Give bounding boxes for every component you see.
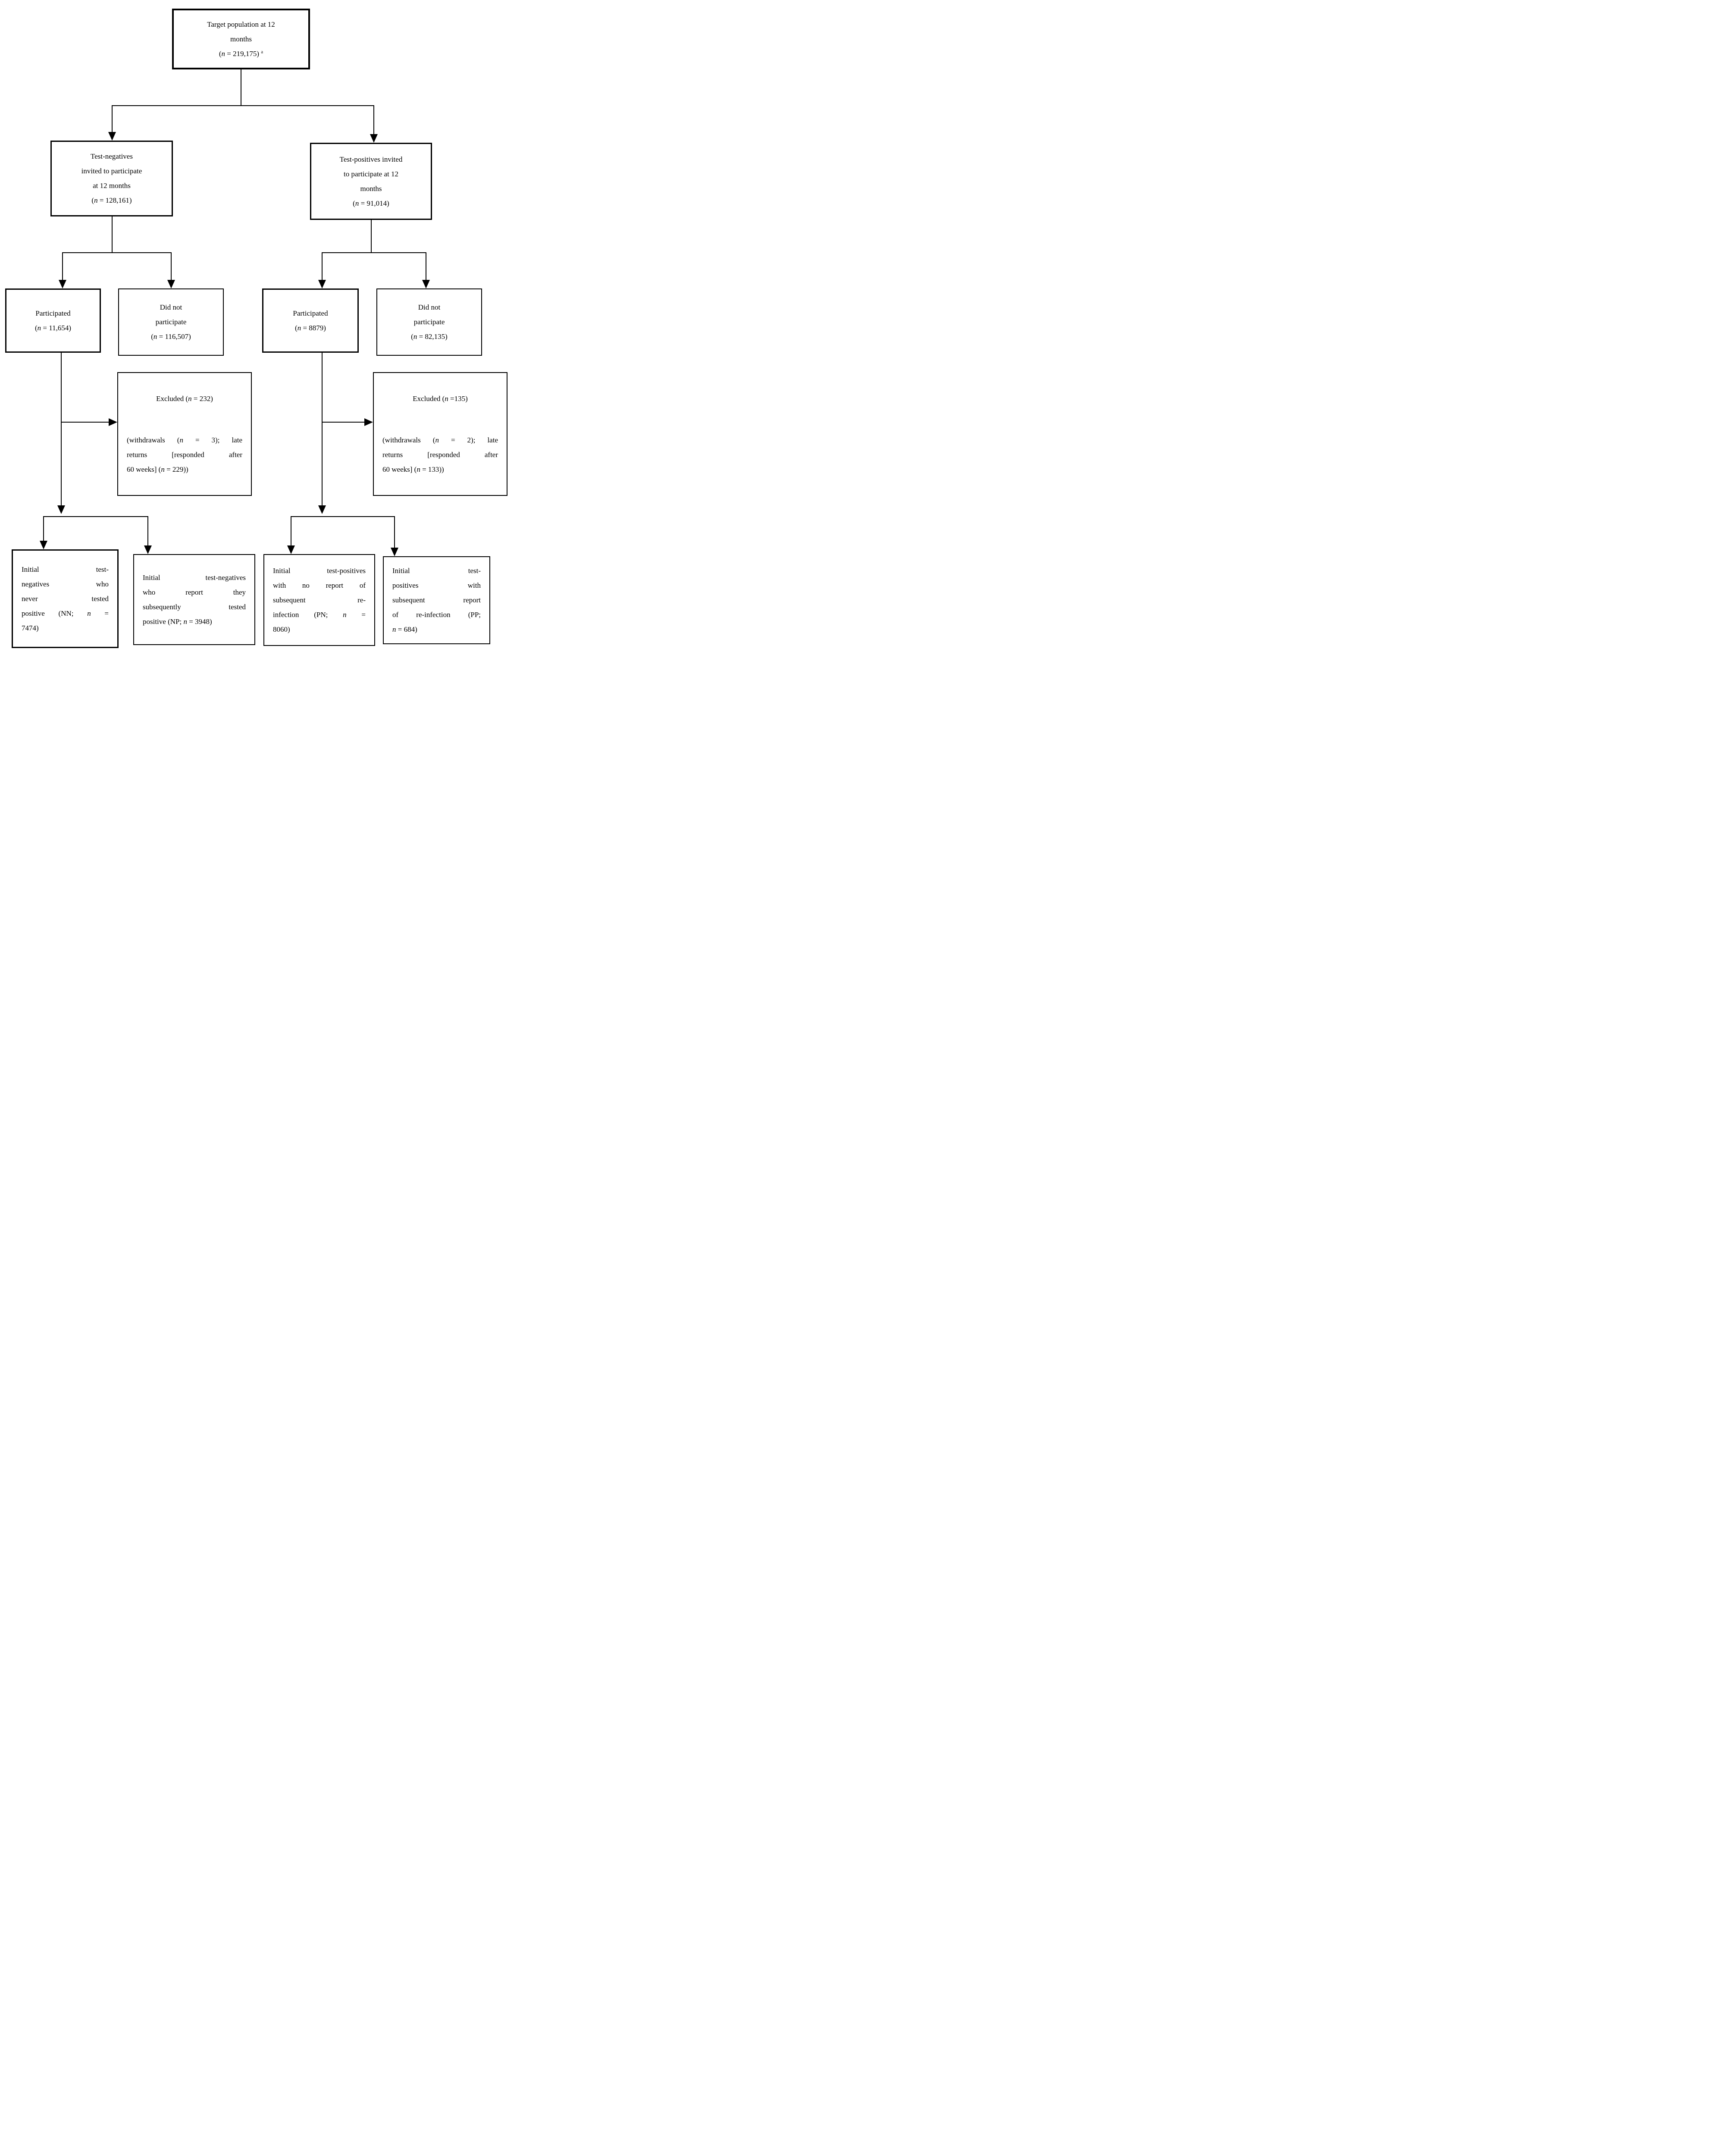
node-participated-test-positives: Participated(n = 8879) <box>262 288 359 353</box>
node-participated-test-negatives: Participated(n = 11,654) <box>5 288 101 353</box>
connector-positives-split <box>322 252 426 253</box>
connector-positives-stem <box>371 220 372 252</box>
connector-participated-negatives-stem <box>61 353 62 505</box>
arrow-down-icon <box>167 280 175 288</box>
arrow-down-icon <box>59 280 66 288</box>
arrow-down-icon <box>287 545 295 554</box>
connector-participated-positives-stem <box>322 353 323 505</box>
connector-negatives-stem <box>112 216 113 252</box>
arrow-down-icon <box>391 548 398 556</box>
connector-to-pp <box>394 517 395 548</box>
arrow-down-icon <box>422 280 430 288</box>
connector-to-excluded-negatives <box>62 422 109 423</box>
connector-negatives-split <box>62 252 172 253</box>
connector-to-excluded-positives <box>323 422 364 423</box>
connector-to-nn <box>43 517 44 541</box>
connector-to-participated-positives <box>322 253 323 280</box>
connector-to-did-not-participate-negatives <box>171 253 172 280</box>
connector-to-test-negatives <box>112 106 113 133</box>
node-excluded-test-negatives: Excluded (n = 232)(withdrawals (n = 3); … <box>117 372 252 496</box>
arrow-down-icon <box>318 505 326 514</box>
connector-to-participated-negatives <box>62 253 63 280</box>
arrow-down-icon <box>318 280 326 288</box>
connector-negatives-bottom-split <box>43 516 148 517</box>
arrow-down-icon <box>370 134 378 143</box>
connector-positives-bottom-split <box>291 516 395 517</box>
connector-to-np <box>147 517 148 545</box>
arrow-down-icon <box>40 541 47 549</box>
connector-top-split <box>112 105 374 106</box>
connector-to-test-positives <box>373 106 374 135</box>
arrow-down-icon <box>108 132 116 141</box>
arrow-down-icon <box>144 545 152 554</box>
arrow-down-icon <box>57 505 65 514</box>
arrow-right-icon <box>364 418 373 426</box>
node-excluded-test-positives: Excluded (n =135)(withdrawals (n = 2); l… <box>373 372 507 496</box>
arrow-right-icon <box>109 418 117 426</box>
